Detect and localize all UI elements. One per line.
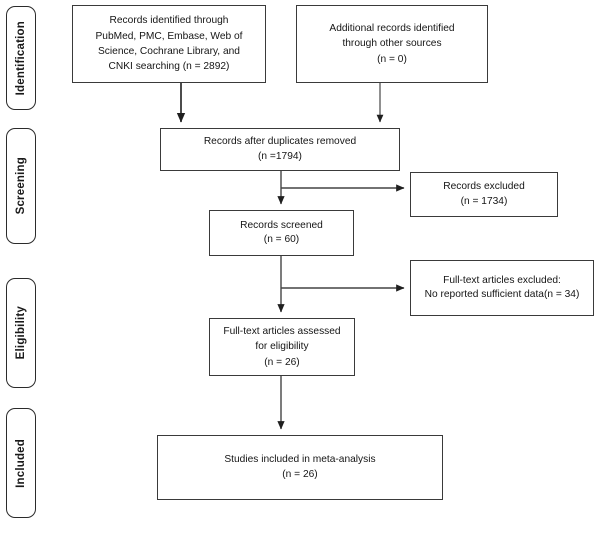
- box-additional-records-text: Additional records identified through ot…: [329, 23, 455, 65]
- stage-label-eligibility: Eligibility: [6, 278, 36, 388]
- box-duplicates-removed-text: Records after duplicates removed (n =179…: [203, 136, 357, 162]
- box-fulltext-assessed-text: Full-text articles assessed for eligibil…: [223, 326, 341, 368]
- stage-label-identification: Identification: [6, 6, 36, 110]
- box-fulltext-assessed: Full-text articles assessed for eligibil…: [209, 318, 355, 376]
- box-duplicates-removed: Records after duplicates removed (n =179…: [160, 128, 400, 171]
- stage-label-screening: Screening: [6, 128, 36, 244]
- box-records-excluded-text: Records excluded (n = 1734): [443, 181, 525, 207]
- stage-label-eligibility-text: Eligibility: [15, 306, 27, 360]
- box-records-identified: Records identified through PubMed, PMC, …: [72, 5, 266, 83]
- box-records-identified-text: Records identified through PubMed, PMC, …: [95, 15, 243, 73]
- box-records-screened-text: Records screened (n = 60): [240, 219, 323, 245]
- box-records-excluded: Records excluded (n = 1734): [410, 172, 558, 217]
- stage-label-identification-text: Identification: [15, 20, 27, 96]
- box-fulltext-excluded-text: Full-text articles excluded: No reported…: [424, 274, 580, 300]
- box-studies-included: Studies included in meta-analysis (n = 2…: [157, 435, 443, 500]
- box-additional-records: Additional records identified through ot…: [296, 5, 488, 83]
- stage-label-included-text: Included: [15, 438, 27, 488]
- stage-label-screening-text: Screening: [15, 157, 27, 215]
- box-fulltext-excluded: Full-text articles excluded: No reported…: [410, 260, 594, 316]
- stage-label-included: Included: [6, 408, 36, 518]
- box-studies-included-text: Studies included in meta-analysis (n = 2…: [224, 454, 376, 480]
- box-records-screened: Records screened (n = 60): [209, 210, 354, 256]
